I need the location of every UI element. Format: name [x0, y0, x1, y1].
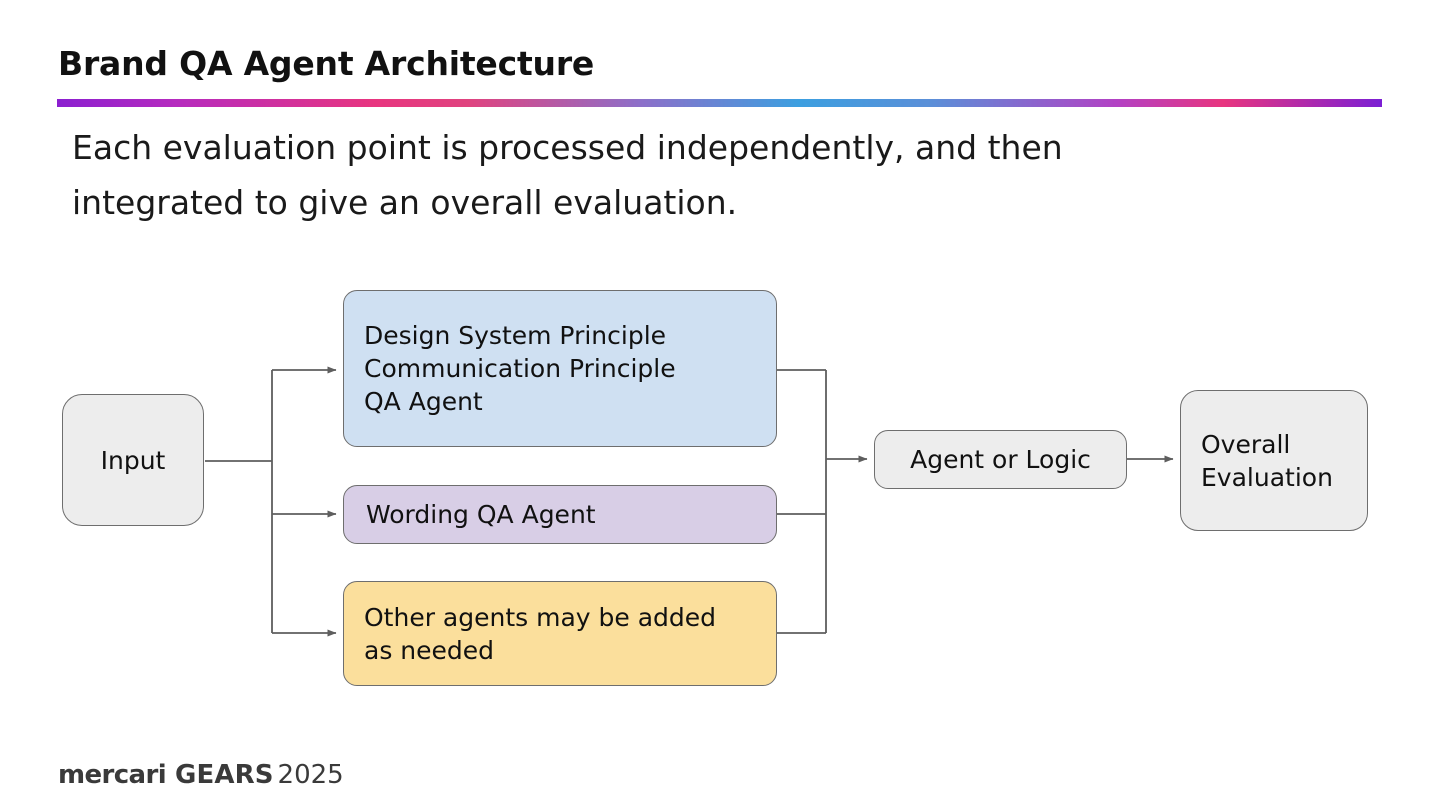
footer-event-gears: GEARS: [175, 760, 274, 790]
node-design-system-qa-agent[interactable]: Design System Principle Communication Pr…: [343, 290, 777, 447]
page-title: Brand QA Agent Architecture: [58, 44, 595, 83]
footer-brand-mercari: mercari: [58, 760, 167, 790]
node-overall-evaluation[interactable]: Overall Evaluation: [1180, 390, 1368, 531]
node-input[interactable]: Input: [62, 394, 204, 526]
footer-year: 2025: [277, 760, 344, 790]
node-other-agents-label: Other agents may be added as needed: [364, 602, 717, 665]
node-input-label: Input: [100, 445, 166, 475]
footer-logo: mercari GEARS 2025: [58, 760, 344, 790]
node-wording-qa-agent[interactable]: Wording QA Agent: [343, 485, 777, 544]
node-overall-evaluation-label: Overall Evaluation: [1201, 429, 1333, 492]
slide-subtitle: Each evaluation point is processed indep…: [72, 120, 1302, 230]
node-wording-qa-agent-label: Wording QA Agent: [366, 500, 596, 529]
node-agent-or-logic-label: Agent or Logic: [910, 445, 1091, 474]
node-other-agents[interactable]: Other agents may be added as needed: [343, 581, 777, 686]
title-gradient-rule: [57, 99, 1382, 107]
node-agent-or-logic[interactable]: Agent or Logic: [874, 430, 1127, 489]
node-design-system-qa-agent-label: Design System Principle Communication Pr…: [364, 321, 676, 416]
subtitle-line-1: Each evaluation point is processed indep…: [72, 128, 1063, 167]
subtitle-line-2: integrated to give an overall evaluation…: [72, 183, 738, 222]
